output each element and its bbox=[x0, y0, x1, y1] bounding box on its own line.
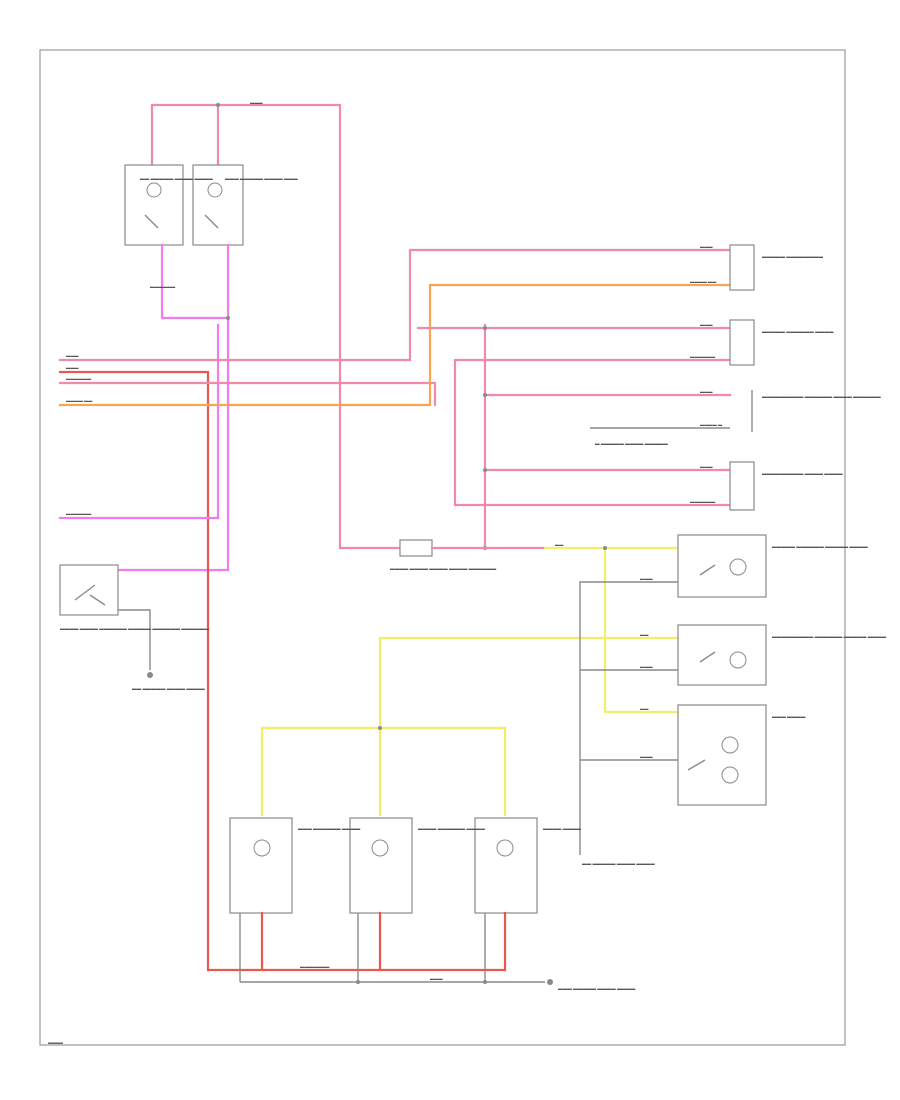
left-harness-group: ▬▬▬ ▬▬▬ ▬▬▬▬▬▬ ▬▬▬▬ ▬▬ ▬▬▬▬▬▬ bbox=[58, 248, 732, 972]
wire-label-r2: ▬▬▬▬ ▬▬ bbox=[690, 279, 717, 284]
wire-label-r3: ▬▬▬ bbox=[700, 322, 713, 327]
wire-label-red-bottom: ▬▬▬▬▬▬▬ bbox=[300, 964, 330, 969]
wire-label-yellow-2: ▬▬ bbox=[640, 632, 649, 637]
wire-door-switch-ground bbox=[118, 609, 151, 670]
wire-pink-left-1 bbox=[58, 248, 732, 362]
sun-visor-lamp bbox=[677, 704, 767, 806]
wire-label-yellow-3: ▬▬ bbox=[640, 706, 649, 711]
vanity-lamps-group: ▬▬▬▬▬ ▬▬▬▬▬▬ ▬▬▬▬▬ ▬▬▬▬ ▬▬▬▬▬▬▬▬▬ ▬▬▬▬▬▬… bbox=[677, 534, 886, 806]
wire-label-r1: ▬▬▬ bbox=[700, 244, 713, 249]
page-footer-mark: ▬▬▬ bbox=[48, 1040, 63, 1046]
right-reading-lamp bbox=[192, 164, 244, 246]
wire-label-gray-3: ▬▬▬ bbox=[640, 754, 653, 759]
rh-connector-1 bbox=[729, 244, 755, 291]
ground-4-label: ▬▬▬ ▬▬▬▬▬ ▬▬▬▬ ▬▬▬▬ bbox=[558, 986, 636, 991]
wire-orange-left-4 bbox=[58, 283, 732, 407]
right-reading-lamp-label: ▬▬▬ ▬▬▬▬▬ ▬▬▬▬ ▬▬▬ bbox=[225, 176, 298, 181]
rh-conn-1-label: ▬▬▬▬▬ ▬▬▬▬▬▬▬▬ bbox=[762, 254, 823, 259]
driver-vanity-bulb-icon bbox=[729, 558, 747, 576]
ground-symbol-icon bbox=[147, 672, 153, 678]
rh-conn-2-label: ▬▬▬▬▬ ▬▬▬▬▬▬ ▬▬▬▬ bbox=[762, 329, 834, 334]
passenger-vanity-lamp bbox=[677, 624, 767, 686]
wire-label-r5: ▬▬▬ bbox=[700, 389, 713, 394]
wire-label-r6: ▬▬▬▬ ▬ bbox=[700, 422, 723, 427]
rear-lamp-2 bbox=[349, 817, 413, 914]
left-reading-lamp-label: ▬▬ ▬▬▬▬▬ ▬▬▬▬ ▬▬▬▬ bbox=[140, 176, 213, 181]
sun-visor-bulb-2-icon bbox=[721, 766, 739, 784]
wire-label-gray-1: ▬▬▬ bbox=[640, 576, 653, 581]
wire-label-yellow-1: ▬▬ bbox=[555, 542, 564, 547]
door-switch-group: ▬▬▬▬ ▬▬▬▬ ▬▬▬▬▬▬ ▬▬▬▬▬ ▬▬▬▬▬▬ ▬▬▬▬▬▬ ▬▬ … bbox=[59, 564, 209, 691]
right-reading-bulb-icon bbox=[207, 182, 223, 198]
wire-pink-top-bus bbox=[150, 103, 402, 550]
door-switch bbox=[59, 564, 119, 616]
rh-connector-4 bbox=[729, 461, 755, 511]
driver-vanity-lamp bbox=[677, 534, 767, 598]
wire-gray-vanity-ground bbox=[579, 581, 678, 855]
rear-lamp-1 bbox=[229, 817, 293, 914]
wire-label-left-2: ▬▬▬ bbox=[66, 365, 79, 370]
wire-label-gray-bottom: ▬▬▬ bbox=[430, 976, 443, 981]
wire-label-left-5: ▬▬▬▬▬▬ bbox=[66, 511, 92, 516]
ground-1-label: ▬▬ ▬▬▬▬▬ ▬▬▬▬ ▬▬▬▬ bbox=[132, 686, 205, 691]
ground-2-label: ▬ ▬▬▬▬▬ ▬▬▬▬ ▬▬▬▬▬ bbox=[595, 441, 668, 446]
dome-module-group: ▬▬▬▬ ▬▬▬▬ ▬▬▬▬ ▬▬▬▬ ▬▬▬▬▬▬ ▬▬ ▬▬ ▬▬ ▬▬ ▬… bbox=[260, 539, 680, 866]
rear-lamp-2-label: ▬▬▬▬ ▬▬▬▬▬▬ ▬▬▬▬ bbox=[418, 826, 485, 831]
rh-connector-2 bbox=[729, 319, 755, 366]
door-switch-label: ▬▬▬▬ ▬▬▬▬ ▬▬▬▬▬▬ ▬▬▬▬▬ ▬▬▬▬▬▬ ▬▬▬▬▬▬ bbox=[60, 626, 209, 631]
rear-lamp-2-bulb-icon bbox=[371, 839, 389, 857]
rh-conn-4-label: ▬▬▬▬▬▬▬▬▬ ▬▬▬▬ ▬▬▬▬ bbox=[762, 471, 843, 476]
rear-lamp-3-label: ▬▬▬▬ ▬▬▬▬ bbox=[543, 826, 581, 831]
diagram-frame bbox=[39, 49, 846, 1046]
wire-label-pink-top: ▬▬▬ bbox=[250, 100, 263, 105]
rear-lamp-1-bulb-icon bbox=[253, 839, 271, 857]
wire-pink-left-3 bbox=[58, 381, 437, 407]
sun-visor-label: ▬▬▬ ▬▬▬▬ bbox=[772, 714, 806, 719]
passenger-vanity-bulb-icon bbox=[729, 651, 747, 669]
wire-yellow-down bbox=[603, 546, 680, 714]
wire-label-left-4: ▬▬▬▬ ▬▬ bbox=[66, 398, 93, 403]
wire-label-r8: ▬▬▬▬▬▬ bbox=[690, 499, 716, 504]
wire-red-left-2 bbox=[58, 370, 507, 972]
sun-visor-bulb-1-icon bbox=[721, 736, 739, 754]
wire-label-left-1: ▬▬▬ bbox=[66, 353, 79, 358]
rear-lamps-group: ▬▬▬ ▬▬▬▬▬▬ ▬▬▬▬ ▬▬▬▬ ▬▬▬▬▬▬ ▬▬▬▬ ▬▬▬▬ ▬▬… bbox=[229, 817, 636, 991]
driver-vanity-label: ▬▬▬▬▬ ▬▬▬▬▬▬ ▬▬▬▬▬ ▬▬▬▬ bbox=[772, 544, 868, 549]
dome-module-label: ▬▬▬▬ ▬▬▬▬ ▬▬▬▬ ▬▬▬▬ ▬▬▬▬▬▬ bbox=[390, 566, 497, 571]
wire-pink-right-2 bbox=[453, 358, 732, 507]
wire-yellow-left bbox=[378, 636, 680, 730]
ground-3-label: ▬▬ ▬▬▬▬▬ ▬▬▬▬ ▬▬▬▬ bbox=[582, 861, 655, 866]
rear-lamp-1-label: ▬▬▬ ▬▬▬▬▬▬ ▬▬▬▬ bbox=[298, 826, 361, 831]
rh-conn-3-label: ▬▬▬▬▬▬▬▬▬ ▬▬▬▬▬▬ ▬▬▬▬ ▬▬▬▬▬▬ bbox=[762, 394, 881, 399]
wire-label-gray-2: ▬▬▬ bbox=[640, 664, 653, 669]
wire-label-r7: ▬▬▬ bbox=[700, 464, 713, 469]
right-harness-group: ▬▬▬▬▬ ▬▬▬▬▬▬▬▬ ▬▬▬▬▬ ▬▬▬▬▬▬ ▬▬▬▬ ▬▬▬▬▬▬▬… bbox=[416, 244, 881, 550]
wire-label-left-3: ▬▬▬▬▬▬ bbox=[66, 376, 92, 381]
wire-label-magenta-1: ▬▬▬▬▬▬ bbox=[150, 284, 176, 289]
dome-lamp-module bbox=[399, 539, 433, 557]
rear-lamp-3-bulb-icon bbox=[496, 839, 514, 857]
ground-4-icon bbox=[547, 979, 553, 985]
wire-label-r4: ▬▬▬▬▬▬ bbox=[690, 354, 716, 359]
wire-magenta-left-lamp bbox=[160, 243, 230, 320]
rear-lamp-3 bbox=[474, 817, 538, 914]
left-reading-lamp bbox=[124, 164, 184, 246]
passenger-vanity-label: ▬▬▬▬▬▬▬▬▬ ▬▬▬▬▬▬ ▬▬▬▬▬ ▬▬▬▬ bbox=[772, 634, 886, 639]
wire-magenta-right-lamp bbox=[116, 243, 230, 572]
wire-yellow-rear-bus bbox=[260, 726, 507, 817]
left-reading-bulb-icon bbox=[146, 182, 162, 198]
reading-lamp-group: ▬▬ ▬▬▬▬▬ ▬▬▬▬ ▬▬▬▬ ▬▬▬ ▬▬▬▬▬ ▬▬▬▬ ▬▬▬ ▬▬… bbox=[116, 100, 402, 572]
